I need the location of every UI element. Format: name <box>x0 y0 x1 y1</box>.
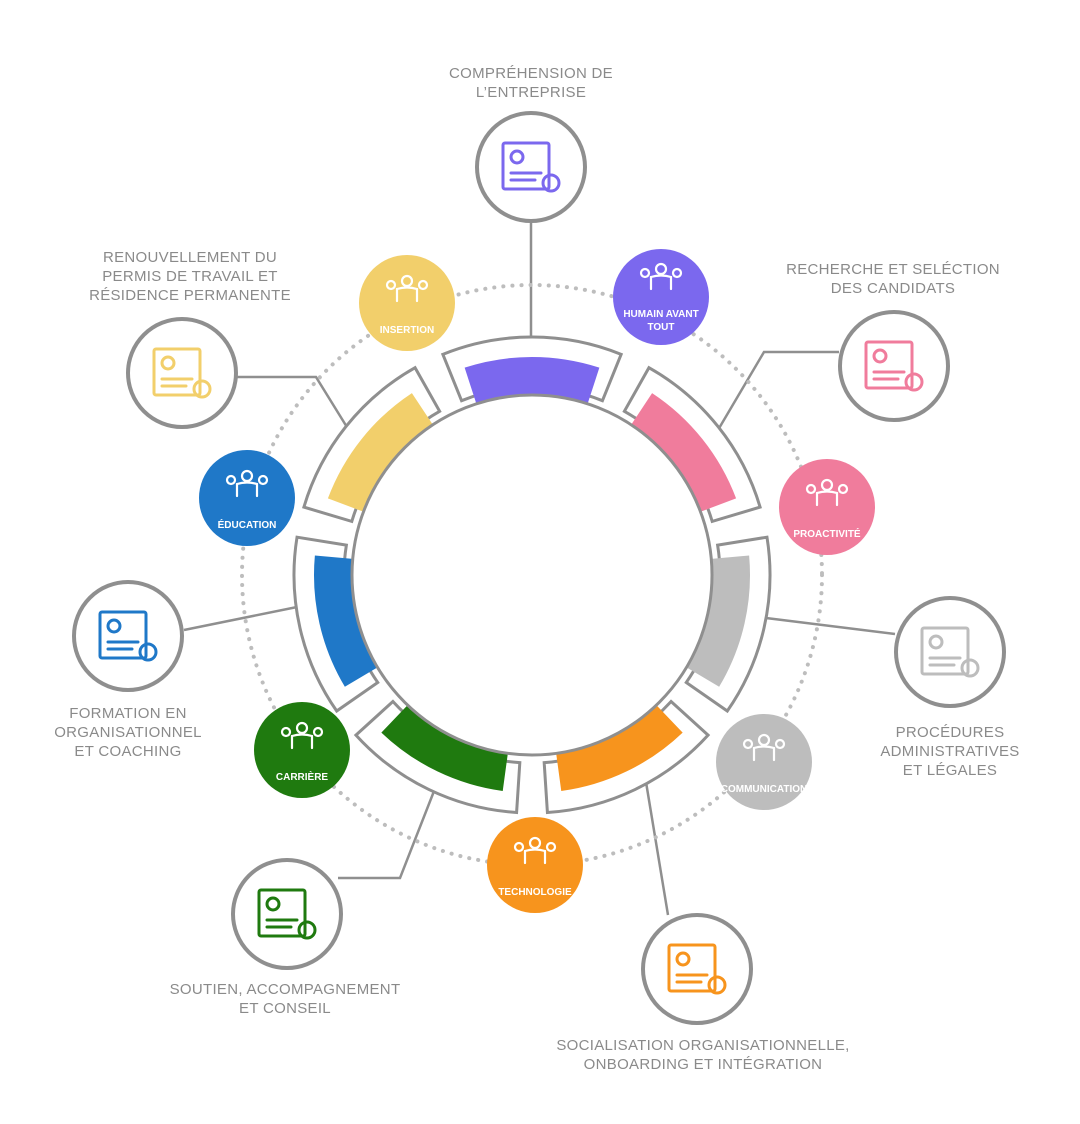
service-circle <box>231 858 343 970</box>
service-circle <box>72 580 184 692</box>
stairs-climb-icon <box>280 721 324 750</box>
value-communication: COMMUNICATION <box>716 714 812 810</box>
value-proactivite: PROACTIVITÉ <box>779 459 875 555</box>
ring-segment-yellow <box>327 393 433 512</box>
service-circle <box>475 111 587 223</box>
service-socialisation: SOCIALISATION ORGANISATIONNELLE,ONBOARDI… <box>556 913 849 1073</box>
value-circle <box>359 255 455 351</box>
clipboard-gavel-icon <box>920 626 980 678</box>
value-circle <box>716 714 812 810</box>
ring-segment-blue <box>314 555 378 687</box>
value-circle <box>254 702 350 798</box>
high-five-team-icon <box>385 274 429 303</box>
value-insertion: INSERTION <box>359 255 455 351</box>
document-pen-icon <box>152 347 212 399</box>
connector-line <box>338 785 438 880</box>
service-label: SOCIALISATION ORGANISATIONNELLE,ONBOARDI… <box>556 1037 849 1073</box>
ring-segment-purple <box>464 357 600 404</box>
value-label: CARRIÈRE <box>276 770 329 783</box>
checklist-gear-icon <box>667 943 727 995</box>
network-people-icon <box>742 733 786 762</box>
value-circle <box>613 249 709 345</box>
value-circle <box>779 459 875 555</box>
value-technologie: TECHNOLOGIE <box>487 817 583 913</box>
ring-segment-pink <box>631 393 737 512</box>
service-circle <box>894 596 1006 708</box>
service-circle <box>641 913 753 1025</box>
value-label: COMMUNICATION <box>721 784 807 795</box>
value-circle <box>199 450 295 546</box>
head-fist-icon <box>805 478 849 507</box>
angel-support-icon <box>257 888 317 940</box>
presentation-board-icon <box>501 141 561 193</box>
connector-line <box>716 350 839 431</box>
ring-segment-orange <box>556 705 683 792</box>
value-circle <box>487 817 583 913</box>
value-label: TECHNOLOGIE <box>498 887 572 898</box>
graduation-globe-icon <box>225 469 269 498</box>
connector-line <box>765 616 896 636</box>
connector-line <box>237 375 352 433</box>
inner-ring <box>350 393 714 757</box>
connector-line <box>643 775 670 916</box>
ring-segment-green <box>381 705 508 792</box>
value-carriere: CARRIÈRE <box>254 702 350 798</box>
value-label: PROACTIVITÉ <box>793 527 861 540</box>
teacher-board-icon <box>98 610 158 662</box>
resume-search-icon <box>864 340 924 392</box>
hand-phone-icon <box>513 836 557 865</box>
service-circle <box>126 317 238 429</box>
value-education: ÉDUCATION <box>199 450 295 546</box>
value-label: INSERTION <box>380 325 434 336</box>
value-label: ÉDUCATION <box>218 518 277 531</box>
ring-segment-gray <box>686 555 750 687</box>
connector-line <box>183 604 303 632</box>
heart-people-icon <box>639 262 683 291</box>
service-circle <box>838 310 950 422</box>
